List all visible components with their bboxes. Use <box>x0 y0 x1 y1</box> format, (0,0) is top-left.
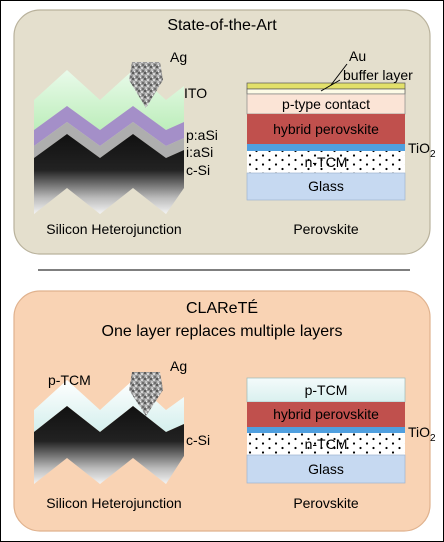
p-asi-layer <box>34 106 184 146</box>
c-si-label-bottom: c-Si <box>186 432 210 448</box>
buffer-layer-label: buffer layer <box>343 67 413 83</box>
au-leader-line <box>330 63 348 86</box>
tio2-label-top: TiO2 <box>408 140 436 160</box>
silicon-heterojunction-stack-top <box>34 62 184 214</box>
au-label: Au <box>349 48 366 64</box>
top-panel-title: State-of-the-Art <box>167 17 277 34</box>
hybrid-perovskite-text-bottom: hybrid perovskite <box>273 406 379 422</box>
ag-label: Ag <box>170 49 187 65</box>
tio2-layer <box>247 144 405 151</box>
silicon-heterojunction-stack-bottom <box>34 372 184 484</box>
glass-text: Glass <box>308 178 344 194</box>
ito-label: ITO <box>184 85 207 101</box>
glass-text-bottom: Glass <box>308 461 344 477</box>
hybrid-perovskite-layer <box>247 114 405 144</box>
perovskite-stack-top <box>246 82 406 201</box>
n-tcm-layer-bottom <box>247 433 405 455</box>
ag-label-bottom: Ag <box>170 358 187 374</box>
n-tcm-text-bottom: n-TCM <box>305 436 348 452</box>
silver-contact <box>129 62 163 108</box>
tio2-label-bottom: TiO2 <box>408 424 436 444</box>
silver-contact-bottom <box>129 372 163 416</box>
buffer-leader-line <box>320 79 341 92</box>
p-tcm-label: p-TCM <box>48 372 91 388</box>
c-si-label: c-Si <box>186 162 210 178</box>
silicon-caption-bottom: Silicon Heterojunction <box>46 495 181 511</box>
bottom-panel-title: CLAReTÉ <box>186 298 258 317</box>
perovskite-caption-top: Perovskite <box>293 221 359 237</box>
buffer-layer <box>246 88 406 95</box>
n-tcm-text: n-TCM <box>305 154 348 170</box>
perovskite-stack-bottom <box>246 377 406 484</box>
glass-layer-bottom <box>246 454 406 484</box>
p-tcm-text: p-TCM <box>305 382 348 398</box>
p-type-contact-text: p-type contact <box>282 96 370 112</box>
tio2-layer-bottom <box>247 427 405 433</box>
hybrid-perovskite-text: hybrid perovskite <box>273 121 379 137</box>
bottom-panel-subtitle: One layer replaces multiple layers <box>102 323 343 340</box>
c-si-wafer-bottom <box>34 406 184 484</box>
p-asi-label: p:aSi <box>186 127 218 143</box>
i-asi-layer <box>34 122 184 158</box>
n-tcm-layer <box>247 151 405 173</box>
c-si-wafer <box>34 134 184 214</box>
glass-layer <box>246 172 406 201</box>
i-asi-label: i:aSi <box>186 144 213 160</box>
silicon-caption-top: Silicon Heterojunction <box>46 221 181 237</box>
perovskite-caption-bottom: Perovskite <box>293 495 359 511</box>
hybrid-perovskite-layer-bottom <box>247 402 405 427</box>
